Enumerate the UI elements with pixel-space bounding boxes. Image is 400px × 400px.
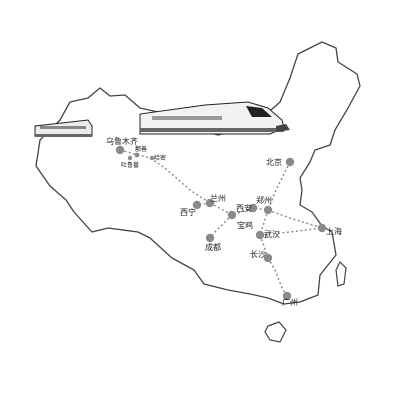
city-label-beijing: 北京 xyxy=(266,157,282,167)
route-changsha-guangzhou xyxy=(267,257,288,297)
city-dot-zhengzhou xyxy=(263,205,273,215)
high-speed-train-icon xyxy=(139,101,290,135)
city-dot-baoji xyxy=(227,210,237,220)
city-label-changsha: 长沙 xyxy=(250,249,266,259)
city-dot-urumqi xyxy=(115,145,125,155)
route-wuhan-shanghai xyxy=(259,227,323,236)
taiwan-island xyxy=(335,260,347,287)
route-beijing-zhengzhou xyxy=(267,161,291,211)
city-label-shanshan: 鄯善 xyxy=(135,145,147,153)
route-lanzhou-xian xyxy=(209,202,269,216)
city-label-urumqi: 乌鲁木齐 xyxy=(106,136,138,146)
rail-routes xyxy=(119,149,323,297)
city-dot-changsha xyxy=(263,253,273,263)
city-dot-xining xyxy=(192,200,202,210)
city-dot-turpan xyxy=(127,155,133,161)
city-dot-xian xyxy=(248,203,258,213)
city-dot-shanghai xyxy=(317,223,327,233)
china-outline xyxy=(35,41,361,305)
city-dot-hami xyxy=(149,155,155,161)
city-dot-chengdu xyxy=(205,233,215,243)
city-label-chengdu: 成都 xyxy=(205,242,221,252)
city-label-hami: 哈密 xyxy=(154,154,166,162)
city-label-guangzhou: 广州 xyxy=(282,297,298,307)
city-label-baoji: 宝鸡 xyxy=(237,220,253,230)
city-label-turpan: 吐鲁番 xyxy=(121,161,139,169)
city-label-xian: 西安 xyxy=(236,203,252,213)
city-dot-shanshan xyxy=(134,152,140,158)
city-label-wuhan: 武汉 xyxy=(264,229,280,239)
city-dot-beijing xyxy=(285,157,295,167)
city-dot-guangzhou xyxy=(282,291,292,301)
city-dot-lanzhou xyxy=(205,198,215,208)
city-label-xining: 西宁 xyxy=(180,207,196,217)
city-label-lanzhou: 兰州 xyxy=(210,193,226,203)
city-label-zhengzhou: 郑州 xyxy=(256,195,272,205)
city-labels: 乌鲁木齐 鄯善 吐鲁番 哈密 北京 西宁 兰州 西安 郑州 宝鸡 成都 武汉 上… xyxy=(106,136,342,307)
hainan-island xyxy=(264,321,287,343)
route-urumqi-lanzhou xyxy=(119,149,211,204)
route-zhengzhou-shanghai xyxy=(267,209,323,229)
city-dot-wuhan xyxy=(255,230,265,240)
route-baoji-chengdu xyxy=(209,214,233,239)
train-carriage-icon xyxy=(34,119,93,137)
city-dots xyxy=(115,145,327,301)
city-label-shanghai: 上海 xyxy=(326,226,342,236)
